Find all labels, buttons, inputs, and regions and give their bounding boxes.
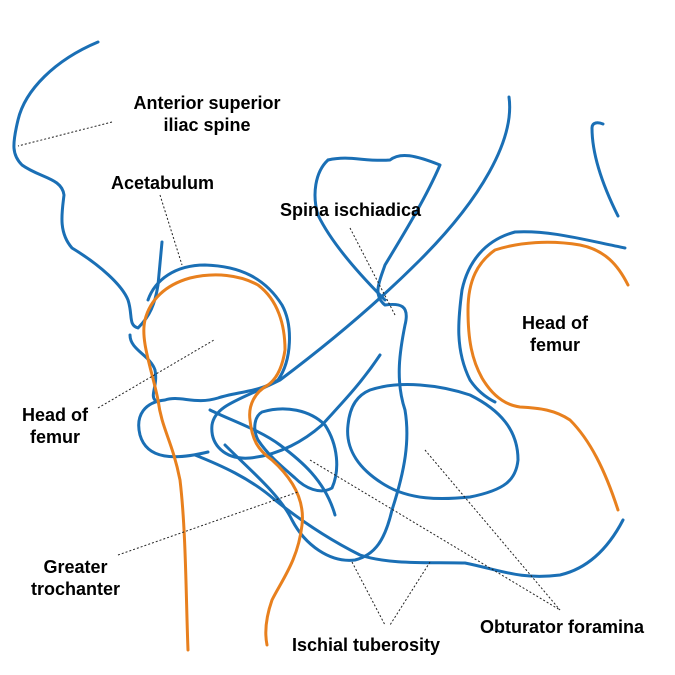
leader-asis [17,121,113,147]
leader-spina [349,227,396,316]
label-spina-ischiadica: Spina ischiadica [279,200,422,220]
right-femur-outline [466,240,630,512]
label-acetabulum: Acetabulum [110,173,215,193]
leader-head-femur-left [97,339,215,409]
leader-obturator-left [309,459,561,611]
right-acetabulum-outline [457,230,627,404]
obturator-foramen-left [253,407,339,493]
iliac-crest-outline [12,40,164,330]
acetabulum-inner-outline [128,333,158,402]
leader-ischial-left [351,561,386,626]
ischial-ramus-outline [208,408,337,517]
label-anterior-superior-iliac-spine: Anterior superior iliac spine [133,93,281,135]
pubic-ramus-outline [193,453,625,578]
ilium-right-edge [210,95,512,460]
leader-ischial-right [389,561,431,626]
label-obturator-foramina: Obturator foramina [479,617,644,637]
obturator-foramen-right [346,383,520,501]
leader-greater-trochanter [117,491,299,556]
left-femur-outline [142,273,304,652]
label-head-of-femur-right: Head of femur [521,313,588,355]
leader-acetabulum [159,194,183,266]
ischium-outline [223,153,442,562]
spina-ischiadica-outline [313,158,387,302]
label-greater-trochanter: Greater trochanter [30,557,120,599]
leader-obturator-right [424,449,561,611]
label-ischial-tuberosity: Ischial tuberosity [291,635,441,655]
right-iliac-fragment [590,121,620,218]
label-head-of-femur-left: Head of femur [21,405,88,447]
